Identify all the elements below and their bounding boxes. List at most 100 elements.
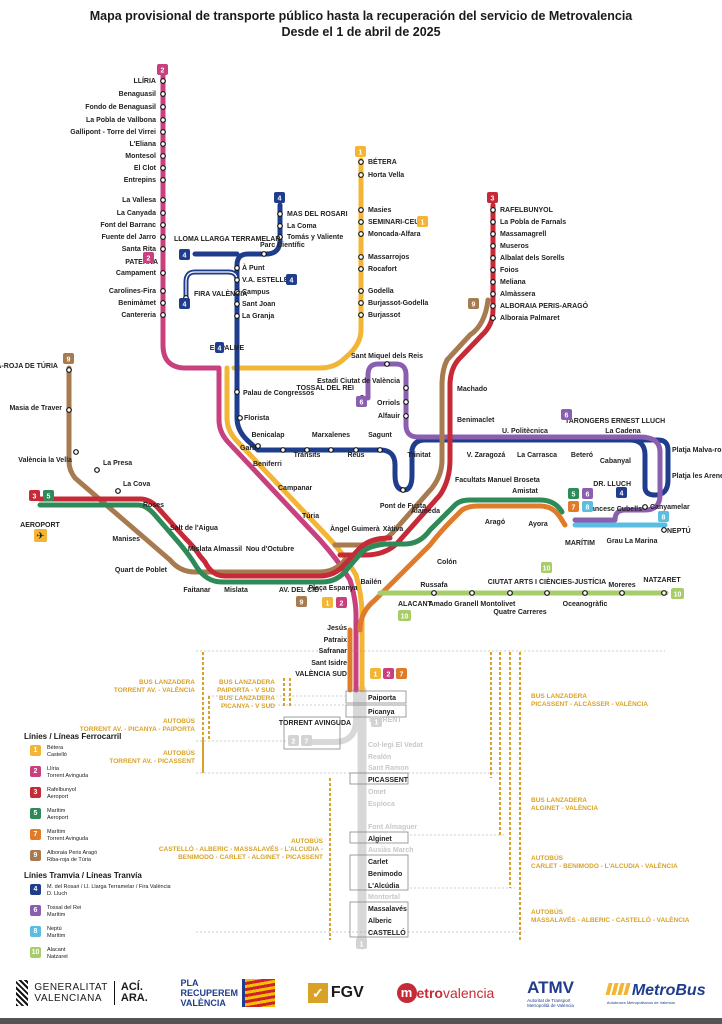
station-label[interactable]: Trànsits <box>294 452 321 459</box>
station-marker[interactable] <box>358 172 364 178</box>
station-label[interactable]: Àngel Guimerà <box>330 524 380 533</box>
line-badge-l1_torrent[interactable]: 1 <box>371 716 382 727</box>
station-label[interactable]: Jesús <box>327 625 347 632</box>
station-marker[interactable] <box>431 590 437 596</box>
line-badge-l2_placa[interactable]: 2 <box>336 597 347 608</box>
station-marker[interactable] <box>661 527 667 533</box>
station-label[interactable]: AEROPORT <box>20 522 60 529</box>
station-label[interactable]: Picanya <box>368 709 395 716</box>
station-marker[interactable] <box>160 210 166 216</box>
station-label[interactable]: Tomás y Valiente <box>287 234 343 241</box>
station-marker[interactable] <box>358 266 364 272</box>
station-label[interactable]: Rocafort <box>368 266 397 273</box>
station-label[interactable]: Aragó <box>485 519 505 526</box>
station-label[interactable]: Campanar <box>278 485 313 492</box>
station-label[interactable]: Mislata Almassil <box>188 546 242 553</box>
station-label[interactable]: Albalat dels Sorells <box>500 255 565 262</box>
station-label[interactable]: Facultats Manuel Broseta <box>455 477 540 484</box>
station-label[interactable]: El Clot <box>134 165 157 172</box>
station-label[interactable]: Alginet <box>368 836 392 843</box>
line-badge-l5_maritim[interactable]: 5 <box>568 488 579 499</box>
station-marker[interactable] <box>160 104 166 110</box>
station-marker[interactable] <box>490 267 496 273</box>
station-label[interactable]: Amistat <box>512 488 538 495</box>
station-marker[interactable] <box>160 129 166 135</box>
station-label[interactable]: Ayora <box>528 521 548 528</box>
station-label[interactable]: Mislata <box>224 587 248 594</box>
station-label[interactable]: Massalavés <box>368 906 407 913</box>
station-label[interactable]: Cantereria <box>121 312 156 319</box>
station-label[interactable]: ALBORAIA PERIS-ARAGÓ <box>500 301 589 310</box>
station-label[interactable]: V. Zaragozá <box>467 452 506 459</box>
station-label[interactable]: Alboraia Palmaret <box>500 315 560 322</box>
station-marker[interactable] <box>277 223 283 229</box>
station-label[interactable]: Fondo de Benaguasil <box>85 104 156 111</box>
station-label[interactable]: Beniferri <box>253 461 282 468</box>
station-label[interactable]: Masia de Traver <box>9 405 62 412</box>
station-label[interactable]: Trinitat <box>407 452 431 459</box>
station-marker[interactable] <box>160 117 166 123</box>
station-marker[interactable] <box>490 255 496 261</box>
station-label[interactable]: Nou d'Octubre <box>246 546 294 553</box>
line-badge-l6_tarongers[interactable]: 6 <box>561 409 572 420</box>
line-badge-l2_top[interactable]: 2 <box>157 64 168 75</box>
station-label[interactable]: Pont de Fusta <box>380 503 426 510</box>
station-label[interactable]: Orriols <box>377 400 400 407</box>
station-marker[interactable] <box>490 291 496 297</box>
station-label[interactable]: Parc Científic <box>260 242 305 249</box>
station-marker[interactable] <box>160 197 166 203</box>
line-badge-l9_ribaroja[interactable]: 9 <box>63 353 74 364</box>
station-label[interactable]: Gallipont - Torre del Virrei <box>70 129 156 136</box>
station-label[interactable]: Massarrojos <box>368 254 409 261</box>
station-marker[interactable] <box>280 447 286 453</box>
station-marker[interactable] <box>66 367 72 373</box>
station-marker[interactable] <box>377 447 383 453</box>
station-marker[interactable] <box>66 407 72 413</box>
station-label[interactable]: TORRENT AVINGUDA <box>279 720 351 727</box>
station-label[interactable]: TARONGERS ERNEST LLUCH <box>565 418 665 425</box>
station-label[interactable]: Santa Rita <box>122 246 156 253</box>
station-label[interactable]: MAS DEL ROSARI <box>287 211 348 218</box>
station-marker[interactable] <box>544 590 550 596</box>
station-label[interactable]: Massamagrell <box>500 231 546 238</box>
station-label[interactable]: Sant Joan <box>242 301 275 308</box>
line-badge-l7_torrent[interactable]: 7 <box>301 735 312 746</box>
station-marker[interactable] <box>277 234 283 240</box>
station-marker[interactable] <box>358 300 364 306</box>
station-marker[interactable] <box>234 277 240 283</box>
station-label[interactable]: Beteró <box>571 452 593 459</box>
line-badge-l6_tossal[interactable]: 6 <box>356 396 367 407</box>
station-label[interactable]: PATERNA <box>125 259 158 266</box>
station-marker[interactable] <box>160 246 166 252</box>
station-label[interactable]: Reus <box>347 452 364 459</box>
station-label[interactable]: Manises <box>112 536 140 543</box>
station-label[interactable]: Platja les Arenes <box>672 473 722 480</box>
station-marker[interactable] <box>358 288 364 294</box>
line-badge-l8_maritim[interactable]: 8 <box>582 501 593 512</box>
station-marker[interactable] <box>490 243 496 249</box>
station-label[interactable]: NATZARET <box>643 577 681 584</box>
station-label[interactable]: Francesc Cubells <box>584 506 642 513</box>
station-label[interactable]: Palau de Congressos <box>243 390 314 397</box>
station-marker[interactable] <box>160 234 166 240</box>
station-label[interactable]: València la Vella <box>18 457 72 464</box>
line-badge-l9_alboraia[interactable]: 9 <box>468 298 479 309</box>
station-label[interactable]: Salt de l'Aigua <box>170 525 218 532</box>
station-label[interactable]: Burjassot <box>368 312 401 319</box>
station-marker[interactable] <box>234 301 240 307</box>
station-label[interactable]: Alberic <box>368 918 392 925</box>
line-badge-l2_paterna[interactable]: 2 <box>143 252 154 263</box>
station-label[interactable]: BÉTERA <box>368 157 397 166</box>
station-label[interactable]: Plaça Espanya <box>308 585 357 592</box>
station-label[interactable]: Estadi Ciutat de València <box>317 378 400 385</box>
station-label[interactable]: Benicalap <box>251 432 284 439</box>
station-label[interactable]: Alfauir <box>378 413 400 420</box>
station-label[interactable]: SEMINARI-CEU <box>368 219 419 226</box>
station-marker[interactable] <box>160 270 166 276</box>
station-marker[interactable] <box>160 177 166 183</box>
station-label[interactable]: PICASSENT <box>368 777 409 784</box>
station-marker[interactable] <box>277 211 283 217</box>
station-label[interactable]: Quart de Poblet <box>115 567 168 574</box>
station-label[interactable]: Colón <box>437 559 457 566</box>
station-label[interactable]: MARÍTIM <box>565 538 595 547</box>
